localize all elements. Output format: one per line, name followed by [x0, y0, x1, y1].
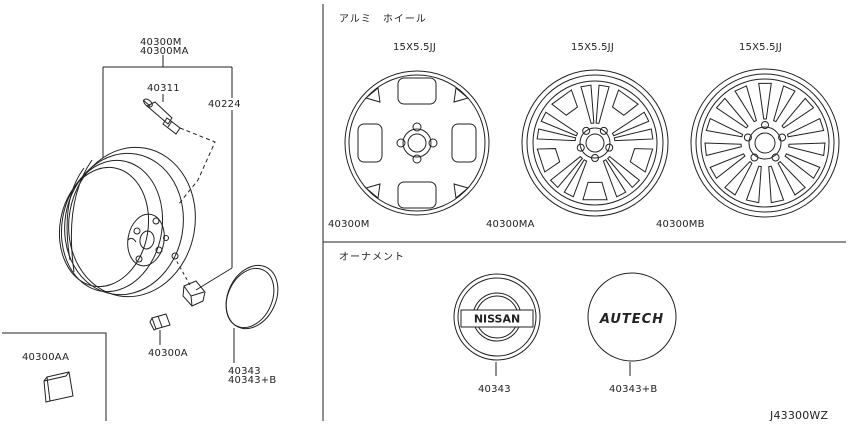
- lug-hole: [582, 126, 591, 135]
- valve-cap: [182, 280, 206, 307]
- wheel-callout-1: 40300M: [140, 37, 182, 48]
- wheel-size-1: 15X5.5JJ: [393, 42, 436, 53]
- wheel-size-3: 15X5.5JJ: [739, 42, 782, 53]
- inset-part-label: 40300AA: [22, 352, 70, 363]
- spoke-window: [613, 128, 654, 142]
- spoke-slot: [709, 153, 746, 180]
- lug-hole: [591, 154, 599, 162]
- spoke-slot: [745, 165, 762, 204]
- spoke-window: [595, 84, 610, 124]
- nissan-badge-text: NISSAN: [474, 313, 520, 326]
- autech-badge-text: AUTECH: [599, 312, 664, 327]
- rim-window: [629, 148, 654, 173]
- ornament-section-heading: オーナメント: [339, 252, 405, 263]
- ornament-part-1: 40343: [478, 384, 511, 395]
- lug-hole: [605, 143, 614, 152]
- spoke-slot: [715, 97, 749, 129]
- wheel-size-2: 15X5.5JJ: [571, 42, 614, 53]
- wheel-callout-2: 40300MA: [140, 46, 189, 57]
- alloy-section-heading: アルミ ホイール: [339, 14, 427, 25]
- lug-hole: [576, 143, 585, 152]
- spoke-window: [611, 111, 650, 137]
- diagram-code: J43300WZ: [770, 409, 829, 422]
- spoke-window: [580, 84, 595, 124]
- spoke-slot: [773, 85, 796, 123]
- wheel-part-2: 40300MA: [486, 219, 535, 230]
- spoke-window: [563, 159, 588, 198]
- alloy-wheel-mb: [690, 68, 840, 218]
- lug-hole: [761, 121, 769, 129]
- spoke-window: [536, 128, 577, 142]
- section-dividers: [2, 4, 846, 421]
- ornament-autech: [587, 272, 677, 362]
- ornament-callout-1: 40343: [228, 366, 261, 377]
- alloy-wheel-m: [344, 70, 490, 216]
- valve-cap-part-label: 40224: [208, 99, 241, 110]
- ornament-callout-2: 40343+B: [228, 375, 277, 386]
- callout-lines: [102, 55, 235, 363]
- ornament-part-2: 40343+B: [609, 384, 658, 395]
- inset-weight: [43, 371, 74, 403]
- spoke-slot: [786, 117, 825, 138]
- part-leaders: [495, 362, 631, 376]
- ornament-cap-loose: [225, 264, 279, 330]
- balance-weight: [149, 313, 171, 331]
- wheel-part-1: 40300M: [328, 219, 370, 230]
- spoke-slot: [784, 153, 821, 180]
- wheel-part-3: 40300MB: [656, 219, 705, 230]
- balance-weight-part-label: 40300A: [148, 348, 188, 359]
- lug-hole: [750, 153, 759, 162]
- alloy-wheel-ma: [521, 69, 669, 217]
- rim-window: [582, 181, 608, 201]
- valve-part-label: 40311: [147, 83, 180, 94]
- spoke-slot: [781, 97, 815, 129]
- spoke-slot: [777, 160, 806, 196]
- steel-wheel: [58, 146, 196, 298]
- lug-hole: [778, 133, 787, 142]
- spoke-slot: [724, 160, 753, 196]
- spoke-window: [540, 111, 579, 137]
- rim-window: [536, 148, 561, 173]
- spoke-window: [602, 159, 627, 198]
- lug-hole: [743, 133, 752, 142]
- rim-window: [551, 89, 579, 116]
- ornament-nissan: [453, 273, 541, 361]
- lug-hole: [599, 126, 608, 135]
- spoke-window: [549, 155, 584, 189]
- rim-window: [611, 89, 639, 116]
- spoke-slot: [705, 117, 744, 138]
- spoke-slot: [734, 85, 757, 123]
- lug-hole: [771, 153, 780, 162]
- spoke-slot: [704, 142, 742, 157]
- spoke-slot: [768, 165, 785, 204]
- spoke-window: [606, 155, 641, 189]
- valve-stem: [142, 98, 181, 135]
- spoke-slot: [788, 142, 826, 157]
- spoke-slot: [758, 82, 772, 120]
